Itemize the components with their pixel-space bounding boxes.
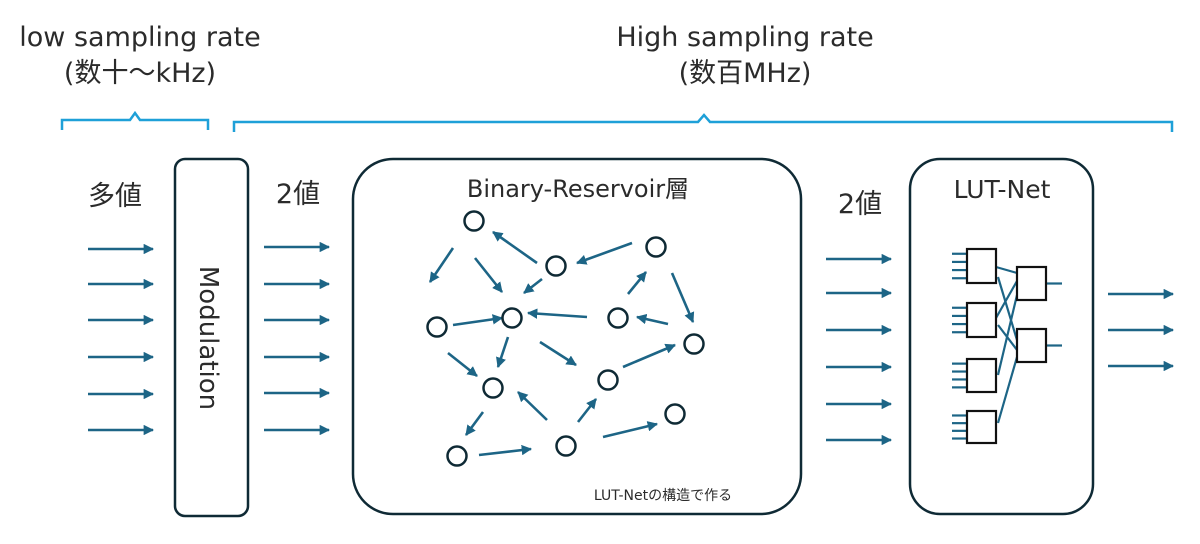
reservoir-edge bbox=[526, 308, 588, 319]
reservoir-edge bbox=[576, 398, 598, 423]
reservoir-edge bbox=[539, 340, 577, 367]
reservoir-edge bbox=[478, 444, 533, 457]
reservoir-node bbox=[501, 307, 523, 329]
reservoir-note: LUT-Netの構造で作る bbox=[594, 488, 732, 504]
reservoir-edge bbox=[428, 247, 455, 283]
high-rate-bracket bbox=[232, 113, 1174, 132]
high-rate-range: (数百MHz) bbox=[679, 58, 812, 89]
high-rate-label: High sampling rate bbox=[616, 22, 873, 53]
reservoir-nodes bbox=[426, 210, 705, 467]
reservoir-edge bbox=[452, 314, 504, 327]
reservoir-edge bbox=[517, 391, 548, 421]
lut-connection bbox=[995, 265, 1018, 275]
low-rate-label: low sampling rate bbox=[19, 22, 260, 53]
low-rate-range: (数十〜kHz) bbox=[64, 58, 216, 89]
reservoir-node bbox=[545, 255, 567, 277]
low-rate-bracket bbox=[60, 110, 210, 130]
reservoir-edge bbox=[447, 351, 478, 378]
binary-label-left: 2値 bbox=[276, 179, 320, 210]
reservoir-node bbox=[482, 377, 504, 399]
binary-label-right: 2値 bbox=[838, 189, 882, 220]
modulation-label: Modulation bbox=[193, 266, 223, 410]
lutnet-block bbox=[908, 157, 1095, 516]
reservoir-node bbox=[597, 369, 619, 391]
reservoir-edge bbox=[473, 257, 504, 293]
reservoir-edge bbox=[602, 421, 659, 439]
lut-box-layer2 bbox=[1015, 327, 1048, 364]
lut-connection bbox=[995, 280, 1018, 319]
lut-network bbox=[952, 247, 1062, 445]
lut-box bbox=[965, 409, 998, 445]
reservoir-node bbox=[463, 210, 485, 232]
reservoir-edge bbox=[496, 336, 510, 368]
multi-value-label: 多値 bbox=[88, 181, 142, 212]
reservoir-title: Binary-Reservoir層 bbox=[467, 175, 689, 203]
reservoir-edge bbox=[635, 313, 669, 326]
reservoir-block bbox=[351, 157, 803, 516]
reservoir-node bbox=[683, 333, 705, 355]
reservoir-node bbox=[426, 316, 448, 338]
reservoir-edge bbox=[576, 241, 633, 265]
reservoir-edges bbox=[428, 230, 695, 457]
reservoir-node bbox=[645, 236, 667, 258]
lutnet-title: LUT-Net bbox=[954, 175, 1051, 204]
lut-connection bbox=[996, 276, 1019, 341]
reservoir-node bbox=[555, 435, 577, 457]
reservoir-edge bbox=[626, 271, 648, 295]
reservoir-node bbox=[664, 403, 686, 425]
lut-box bbox=[965, 247, 998, 285]
modulation-block bbox=[173, 157, 250, 518]
reservoir-edge bbox=[670, 272, 695, 323]
reservoir-node bbox=[607, 307, 629, 329]
lut-connection bbox=[996, 356, 1019, 424]
reservoir-edge bbox=[492, 230, 538, 265]
lut-connection bbox=[996, 294, 1019, 376]
reservoir-node bbox=[446, 445, 468, 467]
lut-box bbox=[965, 357, 998, 394]
lut-box bbox=[965, 301, 998, 339]
signal-arrows bbox=[88, 241, 1175, 446]
reservoir-edge bbox=[523, 277, 543, 295]
lut-box-layer2 bbox=[1015, 265, 1048, 302]
reservoir-edge bbox=[464, 411, 485, 436]
reservoir-edge bbox=[622, 343, 676, 369]
